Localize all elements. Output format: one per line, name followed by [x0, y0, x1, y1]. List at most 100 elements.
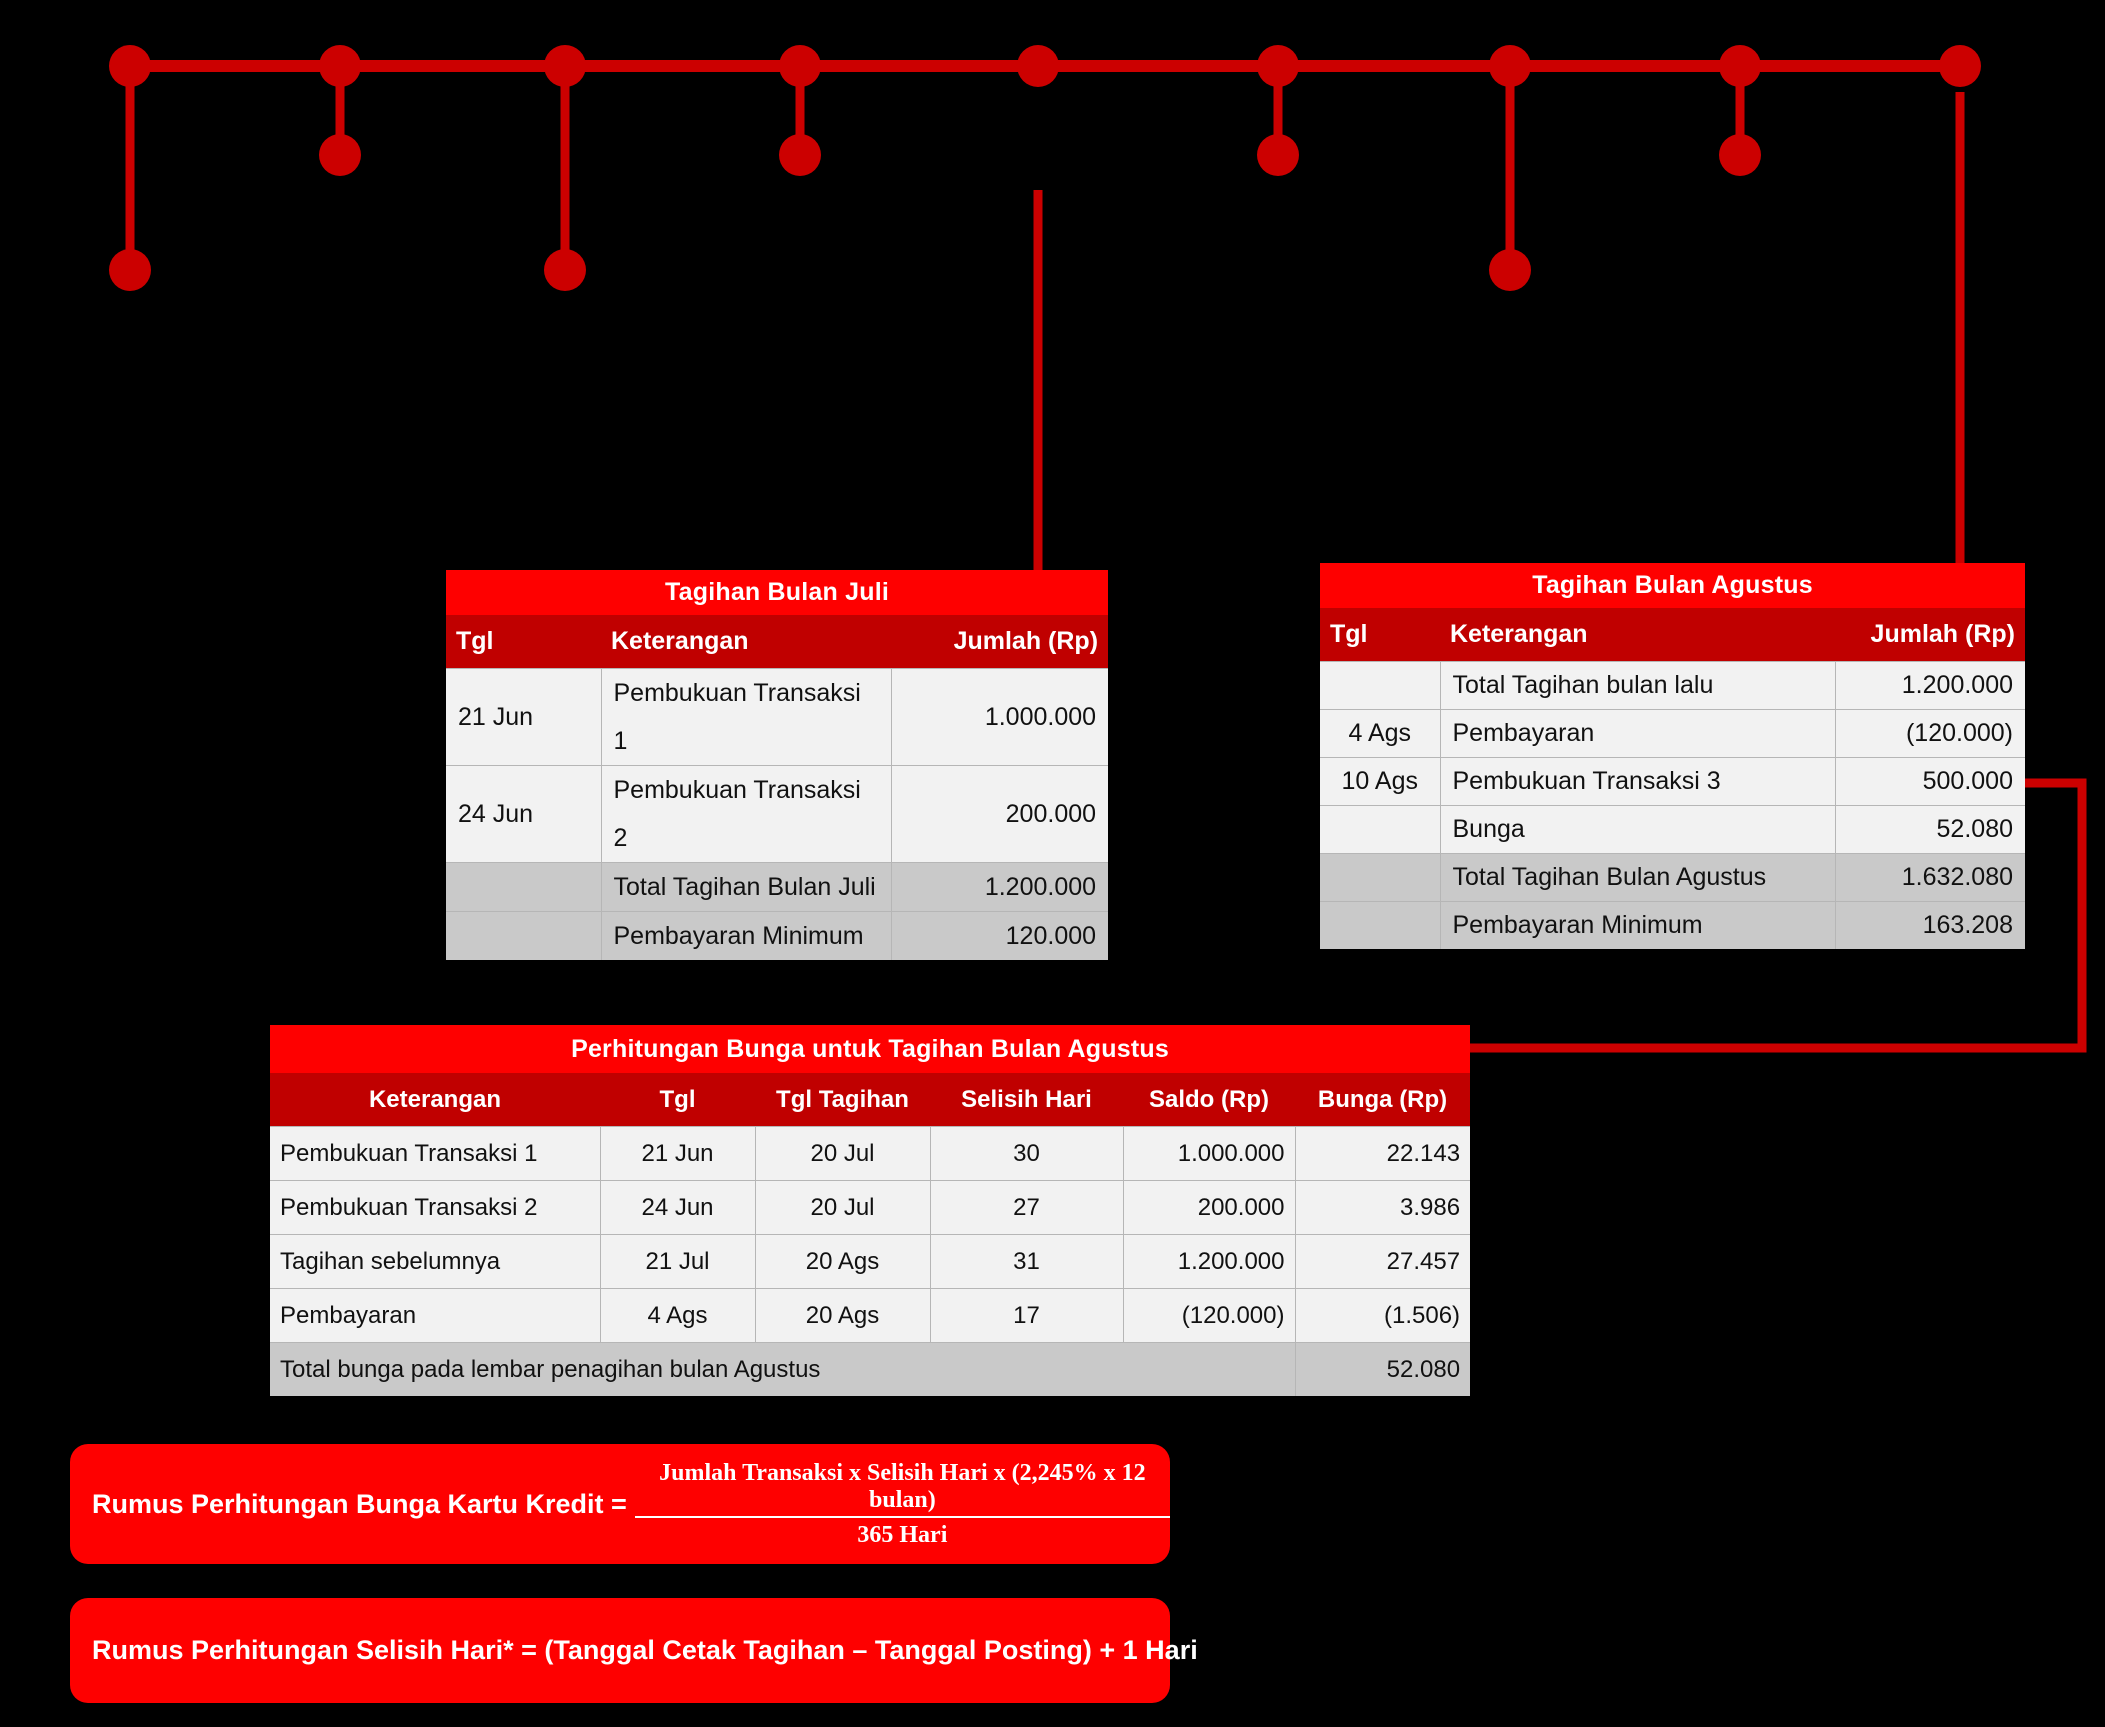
cell-jumlah: 163.208 [1835, 901, 2025, 949]
table-title-row: Perhitungan Bunga untuk Tagihan Bulan Ag… [270, 1025, 1471, 1073]
table-tagihan-agustus: Tagihan Bulan Agustus Tgl Keterangan Jum… [1320, 563, 2025, 949]
cell-saldo: 200.000 [1123, 1180, 1296, 1235]
timeline-end-dot-6 [1257, 134, 1299, 176]
table-row: 21 Jun Pembukuan Transaksi 1 1.000.000 [446, 668, 1109, 766]
cell-keterangan: Pembukuan Transaksi 3 [1440, 757, 1836, 806]
table-row: Total Tagihan Bulan Juli 1.200.000 [446, 862, 1109, 912]
column-header-tgl-tagihan: Tgl Tagihan [755, 1073, 930, 1127]
cell-tgl [1320, 853, 1441, 902]
table-row: 4 Ags Pembayaran (120.000) [1320, 709, 2025, 758]
cell-keterangan: Bunga [1440, 805, 1836, 854]
rumus-bunga-label: Rumus Perhitungan Bunga Kartu Kredit = [92, 1488, 627, 1519]
fraction-numerator: Jumlah Transaksi x Selisih Hari x (2,245… [634, 1460, 1170, 1518]
timeline-end-dot-8 [1719, 134, 1761, 176]
rumus-selisih-hari-label: Rumus Perhitungan Selisih Hari* = (Tangg… [92, 1635, 1198, 1665]
node-1 [109, 45, 151, 87]
cell-keterangan: Pembayaran [1440, 709, 1836, 758]
column-header-jumlah: Jumlah (Rp) [1835, 608, 2025, 662]
cell-keterangan: Pembukuan Transaksi 1 [601, 668, 892, 766]
cell-jumlah: (120.000) [1835, 709, 2025, 758]
cell-saldo: 1.000.000 [1123, 1126, 1296, 1181]
cell-keterangan: Pembukuan Transaksi 2 [270, 1180, 601, 1235]
cell-jumlah: 1.632.080 [1835, 853, 2025, 902]
cell-keterangan: Pembukuan Transaksi 2 [601, 765, 892, 863]
cell-jumlah: 1.200.000 [891, 862, 1109, 912]
node-8 [1719, 45, 1761, 87]
table-tagihan-juli: Tagihan Bulan Juli Tgl Keterangan Jumlah… [446, 570, 1109, 960]
cell-tgl [1320, 901, 1441, 949]
column-header-saldo: Saldo (Rp) [1123, 1073, 1295, 1127]
cell-jumlah: 120.000 [891, 911, 1109, 960]
cell-jumlah: 52.080 [1835, 805, 2025, 854]
column-header-keterangan: Keterangan [270, 1073, 600, 1127]
table-row: Total Tagihan Bulan Agustus 1.632.080 [1320, 853, 2025, 902]
column-header-tgl: Tgl [1320, 608, 1440, 662]
table-title-row: Tagihan Bulan Juli [446, 570, 1109, 615]
cell-jumlah: 500.000 [1835, 757, 2025, 806]
timeline-end-dot-4 [779, 134, 821, 176]
cell-tgl [1320, 805, 1441, 854]
table-row: Pembukuan Transaksi 1 21 Jun 20 Jul 30 1… [270, 1126, 1471, 1181]
column-header-jumlah: Jumlah (Rp) [891, 615, 1109, 669]
table-header-row: Tgl Keterangan Jumlah (Rp) [446, 615, 1109, 669]
cell-tgl: 4 Ags [1320, 709, 1441, 758]
timeline-graphic [109, 45, 2087, 1053]
table-row: Bunga 52.080 [1320, 805, 2025, 854]
cell-tgl: 4 Ags [600, 1288, 756, 1343]
cell-tgl: 21 Jun [446, 668, 602, 766]
table-row: 10 Ags Pembukuan Transaksi 3 500.000 [1320, 757, 2025, 806]
cell-bunga: 27.457 [1295, 1234, 1471, 1289]
node-7 [1489, 45, 1531, 87]
cell-keterangan: Pembukuan Transaksi 1 [270, 1126, 601, 1181]
timeline-end-dot-2 [319, 134, 361, 176]
cell-saldo: (120.000) [1123, 1288, 1296, 1343]
table-header-row: Tgl Keterangan Jumlah (Rp) [1320, 608, 2025, 662]
timeline-end-dot-7 [1489, 249, 1531, 291]
cell-keterangan: Tagihan sebelumnya [270, 1234, 601, 1289]
cell-selisih-hari: 17 [930, 1288, 1124, 1343]
table-title-row: Tagihan Bulan Agustus [1320, 563, 2025, 608]
table-title: Perhitungan Bunga untuk Tagihan Bulan Ag… [270, 1025, 1471, 1073]
cell-tgl: 21 Jun [600, 1126, 756, 1181]
cell-jumlah: 1.200.000 [1835, 661, 2025, 710]
table-row: Pembukuan Transaksi 2 24 Jun 20 Jul 27 2… [270, 1180, 1471, 1235]
table-row: Pembayaran 4 Ags 20 Ags 17 (120.000) (1.… [270, 1288, 1471, 1343]
cell-tgl: 10 Ags [1320, 757, 1441, 806]
cell-keterangan: Total Tagihan Bulan Agustus [1440, 853, 1836, 902]
table-row: 24 Jun Pembukuan Transaksi 2 200.000 [446, 765, 1109, 863]
cell-selisih-hari: 31 [930, 1234, 1124, 1289]
total-value: 52.080 [1295, 1342, 1471, 1396]
table-perhitungan-bunga: Perhitungan Bunga untuk Tagihan Bulan Ag… [270, 1025, 1471, 1396]
column-header-tgl: Tgl [600, 1073, 755, 1127]
timeline-end-dot-3 [544, 249, 586, 291]
column-header-keterangan: Keterangan [1440, 608, 1835, 662]
rumus-bunga-pill: Rumus Perhitungan Bunga Kartu Kredit = J… [70, 1444, 1170, 1564]
node-6 [1257, 45, 1299, 87]
node-3 [544, 45, 586, 87]
cell-bunga: 3.986 [1295, 1180, 1471, 1235]
cell-selisih-hari: 30 [930, 1126, 1124, 1181]
cell-jumlah: 1.000.000 [891, 668, 1109, 766]
cell-jumlah: 200.000 [891, 765, 1109, 863]
cell-tgl-tagihan: 20 Ags [755, 1288, 931, 1343]
cell-keterangan: Total Tagihan bulan lalu [1440, 661, 1836, 710]
cell-tgl [446, 911, 602, 960]
timeline-end-dot-1 [109, 249, 151, 291]
node-2 [319, 45, 361, 87]
cell-tgl [446, 862, 602, 912]
cell-keterangan: Pembayaran Minimum [1440, 901, 1836, 949]
cell-bunga: 22.143 [1295, 1126, 1471, 1181]
cell-keterangan: Pembayaran Minimum [601, 911, 892, 960]
table-title: Tagihan Bulan Juli [446, 570, 1109, 615]
table-header-row: Keterangan Tgl Tgl Tagihan Selisih Hari … [270, 1073, 1471, 1127]
node-5 [1017, 45, 1059, 87]
cell-tgl: 24 Jun [600, 1180, 756, 1235]
cell-tgl-tagihan: 20 Ags [755, 1234, 931, 1289]
column-header-keterangan: Keterangan [601, 615, 891, 669]
total-label: Total bunga pada lembar penagihan bulan … [270, 1342, 1296, 1396]
cell-keterangan: Pembayaran [270, 1288, 601, 1343]
cell-tgl-tagihan: 20 Jul [755, 1180, 931, 1235]
rumus-bunga-fraction: Jumlah Transaksi x Selisih Hari x (2,245… [634, 1460, 1170, 1549]
cell-saldo: 1.200.000 [1123, 1234, 1296, 1289]
cell-tgl: 21 Jul [600, 1234, 756, 1289]
